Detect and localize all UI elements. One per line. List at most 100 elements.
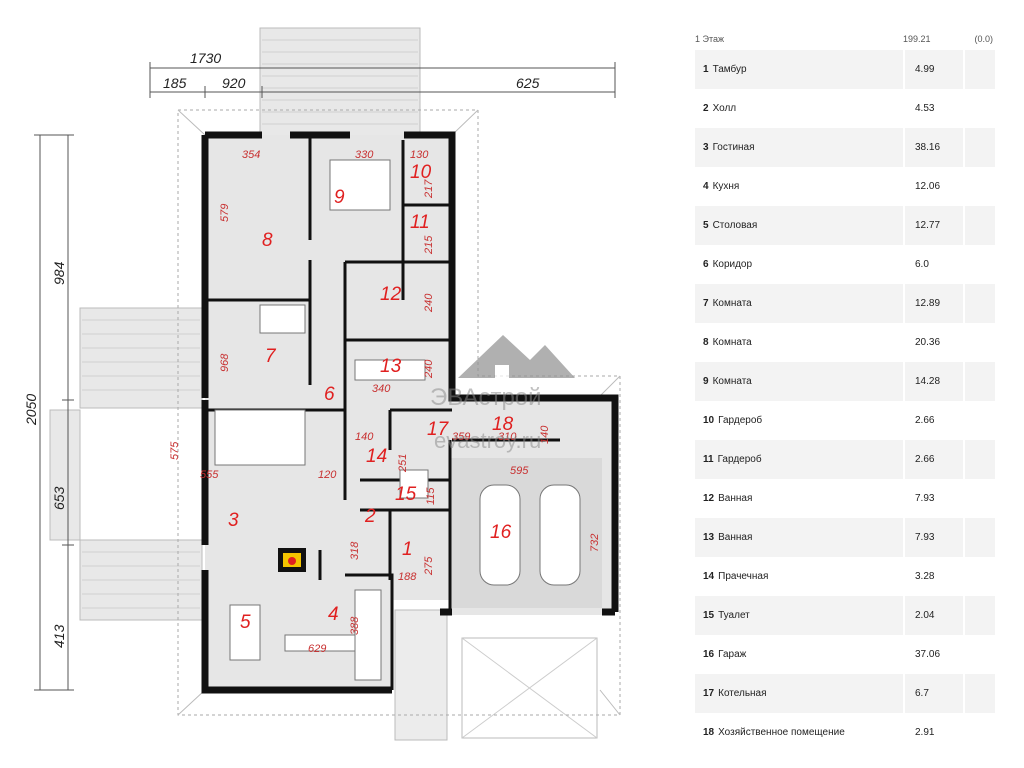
interior-dim: 340 <box>372 383 391 395</box>
room-number: 3 <box>228 510 239 531</box>
interior-dim: 318 <box>349 541 361 560</box>
room-name: Котельная <box>718 688 767 699</box>
room-number: 6 <box>324 384 335 405</box>
room-area: 4.53 <box>903 89 963 128</box>
interior-dimensions: 354 330 130 217 579 215 240 240 340 968 … <box>169 149 601 655</box>
dim-seg-left: 185 <box>163 75 187 91</box>
interior-dim: 732 <box>589 534 601 552</box>
entrance-path <box>394 609 598 741</box>
dim-v-mid: 653 <box>51 486 67 510</box>
room-name: Столовая <box>712 220 758 231</box>
room-number: 7 <box>703 298 709 309</box>
room-name: Ванная <box>718 532 753 543</box>
room-area: 2.91 <box>903 713 963 752</box>
room-number: 16 <box>490 522 512 543</box>
interior-dim: 555 <box>200 469 219 481</box>
interior-dim: 130 <box>410 149 429 161</box>
dim-seg-right: 625 <box>516 75 540 91</box>
interior-dim: 359 <box>452 431 470 443</box>
room-number: 9 <box>703 376 709 387</box>
room-name: Тамбур <box>712 64 747 75</box>
room-number: 11 <box>410 212 430 233</box>
room-name: Кухня <box>712 181 740 192</box>
room-name: Холл <box>712 103 737 114</box>
room-name: Гостиная <box>712 142 755 153</box>
terrace-top <box>259 27 421 139</box>
interior-dim: 240 <box>423 359 435 379</box>
interior-dim: 115 <box>425 487 437 505</box>
room-area: 6.0 <box>903 245 963 284</box>
room-number: 1 <box>703 64 709 75</box>
dimension-lines <box>34 62 616 691</box>
room-area: 12.06 <box>903 167 963 206</box>
fireplace-icon <box>278 548 306 572</box>
room-area: 12.89 <box>903 284 963 323</box>
room-number: 14 <box>703 571 715 582</box>
room-area: 20.36 <box>903 323 963 362</box>
room-number: 3 <box>703 142 709 153</box>
room-name: Прачечная <box>718 571 769 582</box>
interior-walls <box>205 135 560 690</box>
interior-dim: 330 <box>355 149 374 161</box>
room-number: 10 <box>703 415 715 426</box>
dim-v-top: 984 <box>51 261 67 285</box>
watermark-brand: ЭВАстрой <box>430 384 542 411</box>
room-name: Коридор <box>712 259 753 270</box>
room-number: 9 <box>334 187 345 208</box>
room-number: 2 <box>703 103 709 114</box>
room-number: 2 <box>364 506 376 527</box>
room-number: 7 <box>265 346 277 367</box>
room-area: 6.7 <box>903 674 963 713</box>
floor-extra: (0.0) <box>974 34 993 44</box>
room-number: 17 <box>703 688 715 699</box>
dim-seg-mid: 920 <box>222 75 246 91</box>
room-number: 13 <box>703 532 715 543</box>
room-number: 18 <box>703 727 715 738</box>
room-name: Туалет <box>718 610 750 621</box>
furniture <box>214 159 429 681</box>
room-area: 7.93 <box>903 518 963 557</box>
interior-dim: 140 <box>355 431 374 443</box>
dim-v-bottom: 413 <box>51 624 67 648</box>
room-number: 10 <box>410 162 432 183</box>
watermark-logo: ЭВАстрой evastroy.ru <box>430 335 575 453</box>
room-area: 3.28 <box>903 557 963 596</box>
schedule-header: 1 Этаж 199.21 (0.0) <box>695 28 995 50</box>
dim-overall-width: 1730 <box>190 50 221 66</box>
dim-overall-height: 2050 <box>23 394 39 426</box>
room-number: 12 <box>703 493 715 504</box>
room-name: Комната <box>712 376 752 387</box>
room-number: 1 <box>402 539 413 560</box>
room-number: 13 <box>380 356 402 377</box>
room-area: 2.66 <box>903 401 963 440</box>
room-area: 14.28 <box>903 362 963 401</box>
room-number: 17 <box>427 419 450 440</box>
interior-dim: 188 <box>398 571 417 583</box>
exterior-walls <box>201 131 619 694</box>
room-number: 15 <box>395 484 417 505</box>
room-name: Гардероб <box>717 454 762 465</box>
interior-dim: 354 <box>242 149 260 161</box>
room-number: 5 <box>703 220 709 231</box>
room-name: Гараж <box>718 649 747 660</box>
room-name: Ванная <box>718 493 753 504</box>
room-name: Хозяйственное помещение <box>718 727 845 738</box>
interior-dim: 579 <box>219 204 231 222</box>
interior-dim: 310 <box>498 431 517 443</box>
interior-dim: 388 <box>349 616 361 635</box>
room-number: 5 <box>240 612 251 633</box>
room-area: 12.77 <box>903 206 963 245</box>
